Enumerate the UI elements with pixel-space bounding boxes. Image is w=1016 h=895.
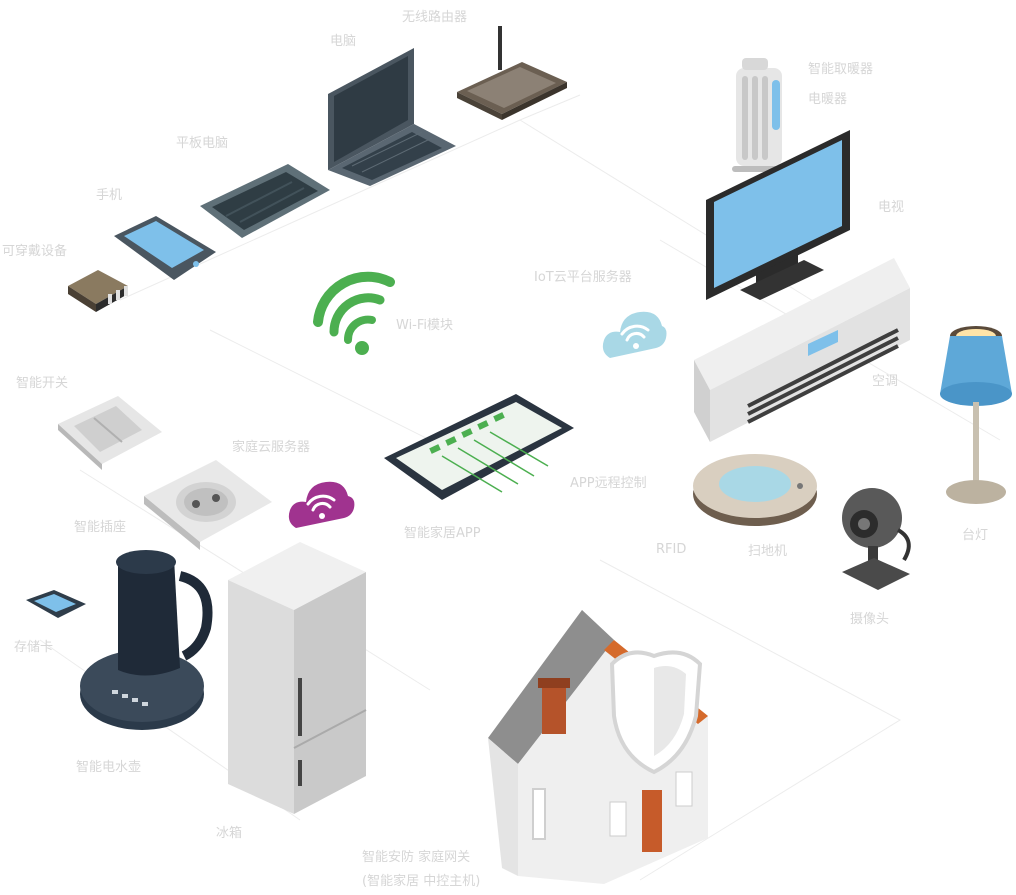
refrigerator-icon <box>228 542 367 814</box>
label-tv: 电视 <box>878 200 905 215</box>
label-house-line2: (智能家居 中控主机) <box>362 874 481 889</box>
smart-socket-icon <box>144 460 272 550</box>
label-fridge: 冰箱 <box>216 826 243 841</box>
label-heater-line2: 电暖器 <box>808 92 848 107</box>
tablet-icon <box>200 164 330 238</box>
label-robot-vacuum: 扫地机 <box>748 544 788 559</box>
air-conditioner-icon <box>694 258 910 442</box>
camera-icon <box>842 488 911 590</box>
heater-icon <box>732 58 784 172</box>
label-camera: 摄像头 <box>850 612 890 627</box>
house-icon <box>488 610 708 884</box>
label-house-line1: 智能安防 家庭网关 <box>362 850 471 865</box>
cloud-wifi-icon-purple <box>288 481 355 528</box>
label-app-control: APP远程控制 <box>570 476 647 491</box>
label-phone: 手机 <box>96 188 123 203</box>
laptop-icon <box>328 48 456 186</box>
label-laptop: 电脑 <box>330 34 357 49</box>
label-cloud-platform: IoT云平台服务器 <box>534 270 632 285</box>
label-wifi-module: Wi-Fi模块 <box>396 318 454 333</box>
tv-icon <box>706 130 850 300</box>
cloud-wifi-icon-blue <box>602 311 667 358</box>
kettle-icon <box>80 550 213 730</box>
label-lamp: 台灯 <box>962 528 989 543</box>
label-router: 无线路由器 <box>402 10 468 25</box>
label-sd-card: 存储卡 <box>14 640 54 655</box>
phone-icon <box>114 216 216 280</box>
label-mobile-app: 智能家居APP <box>404 526 481 541</box>
label-rfid: RFID <box>656 542 687 557</box>
label-air-conditioner: 空调 <box>872 374 899 389</box>
smartphone-app-icon <box>384 394 574 500</box>
lamp-icon <box>940 326 1012 504</box>
label-tablet: 平板电脑 <box>176 136 229 151</box>
label-wearable: 可穿戴设备 <box>2 244 68 259</box>
wifi-icon <box>313 271 395 355</box>
label-smart-socket: 智能插座 <box>74 520 127 535</box>
label-cloud-service: 家庭云服务器 <box>232 440 311 455</box>
wearable-device-icon <box>68 270 128 312</box>
sd-card-icon <box>26 590 86 618</box>
router-icon <box>457 26 567 120</box>
label-heater-line1: 智能取暖器 <box>808 62 874 77</box>
label-smart-switch: 智能开关 <box>16 376 69 391</box>
label-kettle: 智能电水壶 <box>76 760 142 775</box>
robot-vacuum-icon <box>693 454 817 526</box>
smart-switch-icon <box>58 396 162 470</box>
